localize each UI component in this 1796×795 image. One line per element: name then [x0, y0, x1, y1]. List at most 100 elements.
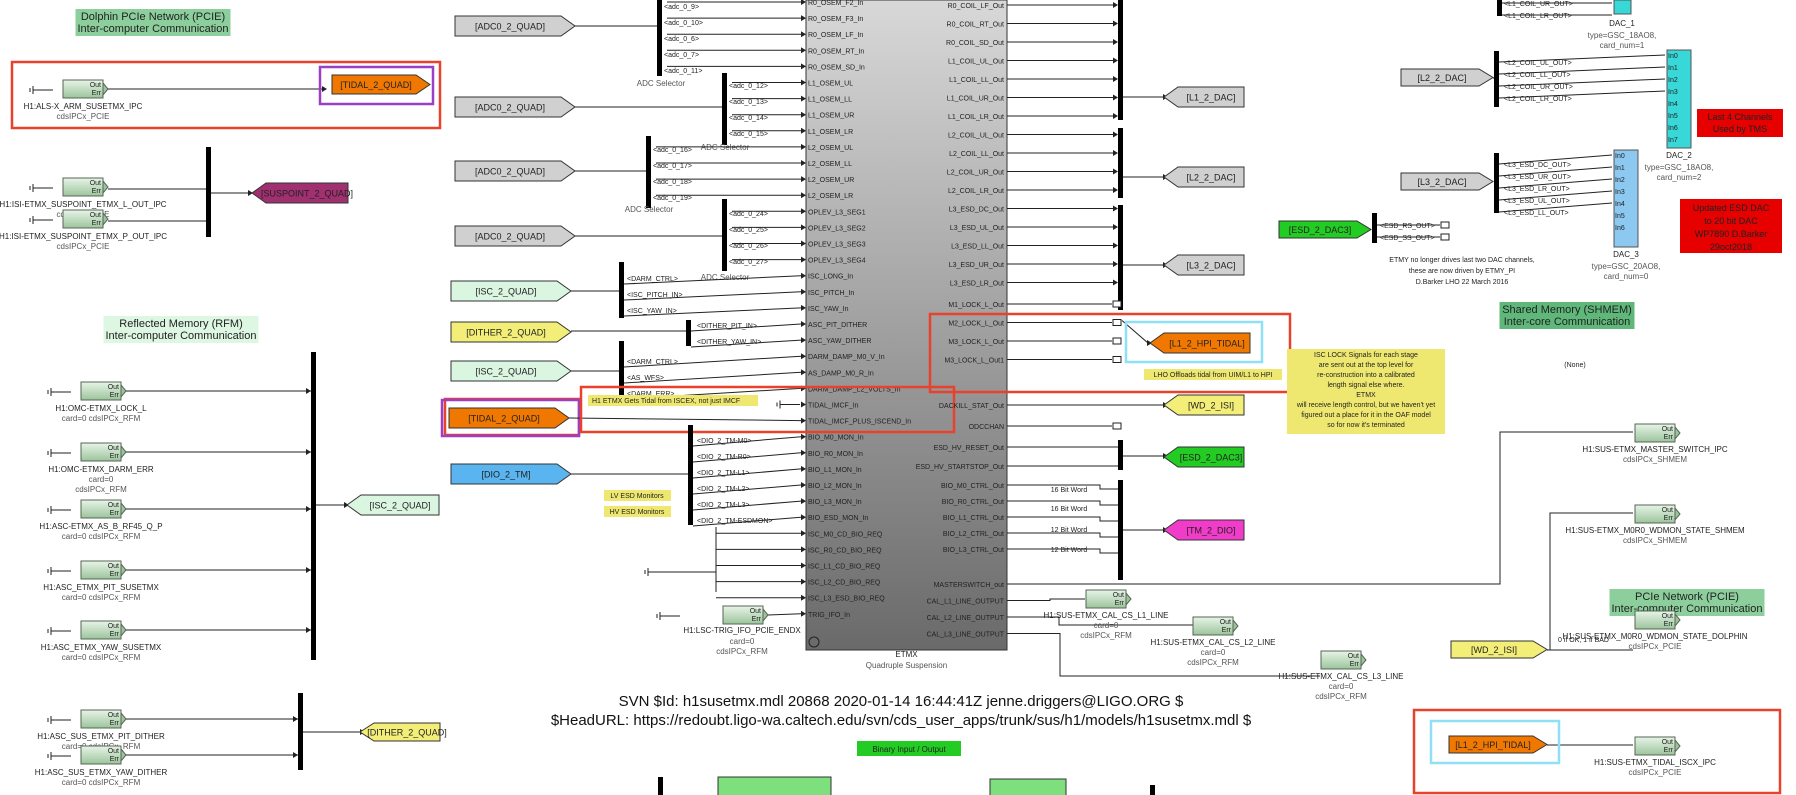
bio-bus-b [1150, 785, 1155, 795]
ipc-sub-2-0: cdsIPCx_PCIE [57, 242, 110, 251]
shmem-title-line-1: Inter-core Communication [1504, 316, 1631, 328]
ground-icon [656, 612, 680, 620]
out-port-shape [120, 622, 127, 638]
etmx-in-1: R0_OSEM_F3_In [808, 16, 863, 23]
dac-3-port-0: In0 [1615, 153, 1625, 160]
adc-selector-label-2: ADC Selector [625, 205, 674, 214]
right-ipc-name-2: H1:SUS-ETMX_M0R0_WDMON_STATE_DOLPHIN [1562, 632, 1747, 641]
adc-signal-3-3: <adc_0_27> [729, 259, 768, 266]
hpi-tidal-goto: [L1_2_HPI_TIDAL] [1169, 339, 1245, 349]
signal-wire [1498, 66, 1666, 75]
bin-io-label: Binary Input / Output [872, 745, 946, 754]
adc-signal-1-0: <adc_0_12> [729, 83, 768, 90]
arrow-head [801, 95, 806, 102]
isc-signal-1: <ISC_PITCH_IN> [627, 292, 683, 299]
isc-lock-note-0: ISC LOCK Signals for each stage [1314, 352, 1418, 359]
dac-3-port-1: In1 [1615, 165, 1625, 172]
arrow-head [1113, 168, 1118, 175]
arrow-head [1113, 261, 1118, 267]
signal-wire [568, 417, 802, 422]
etmx-in-35: ISC_L1_CD_BIO_REQ [808, 564, 881, 571]
isc-lock-note-6: figured out a place for it in the OAF mo… [1301, 412, 1431, 419]
etmx-in-37: ISC_L3_ESD_BIO_REQ [808, 596, 885, 603]
ipc-name-4: H1:OMC-ETMX_DARM_ERR [48, 465, 154, 474]
dac-3-port-4: In4 [1615, 201, 1625, 208]
ipc-sub-9-0: card=0 cdsIPCx_RFM [62, 778, 141, 787]
etmx-in-34: ISC_R0_CD_BIO_REQ [808, 547, 882, 554]
hv-esd-label: HV ESD Monitors [610, 509, 665, 516]
arrow-head [1113, 113, 1118, 119]
dac-3-block [1613, 149, 1639, 248]
port-err-label: Err [1350, 661, 1360, 668]
port-err-label: Err [92, 90, 102, 97]
etmx-out-12: L3_ESD_UL_Out [950, 225, 1004, 232]
signal-wire [692, 516, 802, 527]
bio-bus-a [658, 777, 663, 795]
dac-l1-sig-1: <L1_COIL_LR_OUT> [1504, 13, 1572, 20]
signal-wire [1498, 54, 1666, 63]
out-port-shape [120, 383, 127, 399]
bio-ctrl-wire-27 [1007, 532, 1118, 538]
port-out-label: Out [90, 212, 101, 219]
dio-bus [688, 425, 693, 525]
updated-note-3: 29oct2018 [1710, 242, 1752, 252]
etmx-out-4: L1_COIL_LL_Out [949, 77, 1004, 84]
etmx-in-2: R0_OSEM_LF_In [808, 32, 863, 39]
etmx-out-31: CAL_L2_LINE_OUTPUT [927, 615, 1005, 622]
dac-2-sub-0: type=GSC_18AO8, [1645, 163, 1714, 172]
shmem-title-line-0: Shared Memory (SHMEM) [1502, 304, 1632, 316]
port-out-label: Out [90, 180, 101, 187]
adc-signal-2-0: <adc_0_16> [653, 147, 692, 154]
esd-dac3-goto: [ESD_2_DAC3] [1180, 453, 1243, 463]
hpi-from-highlight-cyan [1429, 719, 1561, 765]
isc-lock-note-1: are sent out at the top level for [1319, 362, 1414, 369]
arrow-head [801, 594, 806, 601]
from-tag-0-shape [454, 15, 576, 37]
etmx-in-17: ISC_LONG_In [808, 274, 853, 281]
from-tag-8-shape [450, 463, 572, 485]
dac-2-name: DAC_2 [1666, 151, 1692, 160]
pcie-title-bg [75, 9, 231, 36]
arrow-head [801, 562, 806, 569]
arrow-head [1113, 224, 1118, 230]
l2-dac-bus [1494, 51, 1499, 107]
cal-ipc-sub-2-1: cdsIPCx_RFM [1315, 692, 1367, 701]
arrow-head [801, 0, 806, 5]
esd-dac3-from: [ESD_2_DAC3] [1289, 225, 1352, 235]
out-port-shape [120, 711, 127, 727]
l2-dac-from: [L2_2_DAC] [1417, 73, 1466, 83]
arrow-head [293, 716, 298, 722]
dac-l3-sig-3: <L3_ESD_UL_OUT> [1504, 198, 1570, 205]
tidal-highlight-red [10, 60, 442, 130]
port-err-label: Err [110, 720, 120, 727]
wd-goto-shape [1163, 394, 1245, 416]
adc-signal-2-3: <adc_0_19> [653, 195, 692, 202]
cal-ipc-name-0: H1:SUS-ETMX_CAL_CS_L1_LINE [1044, 611, 1169, 620]
isc-goto: [ISC_2_QUAD] [369, 501, 430, 511]
port-out-label: Out [108, 502, 119, 509]
etmy-note-0: ETMY no longer drives last two DAC chann… [1389, 257, 1534, 264]
adc-signal-1-2: <adc_0_14> [729, 115, 768, 122]
dac-3-sub-0: type=GSC_20AO8, [1592, 262, 1661, 271]
out-port-shape [1674, 506, 1681, 522]
out-port-shape [1674, 738, 1681, 754]
rfm-title-bg [103, 316, 259, 343]
esd-rs-1: <ESD_SS_OUT> [1380, 235, 1434, 242]
right-ipc-sub-1-0: cdsIPCx_SHMEM [1623, 536, 1687, 545]
arrow-head [801, 610, 806, 617]
wd-from: [WD_2_ISI] [1471, 645, 1517, 655]
dac-2-port-1: In1 [1668, 65, 1678, 72]
dac-3-port-2: In2 [1615, 177, 1625, 184]
ground-icon [29, 86, 53, 94]
etmx-in-31: BIO_L3_MON_In [808, 499, 862, 506]
out-port-shape [102, 211, 109, 227]
etmx-out-6: L1_COIL_LR_Out [948, 114, 1004, 121]
arrow-head [801, 224, 806, 231]
ipc-sub-5-0: card=0 cdsIPCx_RFM [62, 532, 141, 541]
terminator-icon [1112, 300, 1122, 308]
adc-selector-1 [722, 73, 727, 145]
l3-dac-bus [1494, 153, 1499, 213]
etmx-in-4: R0_OSEM_SD_In [808, 64, 865, 71]
terminator-icon [1440, 233, 1450, 241]
ipc-name-5: H1:ASC-ETMX_AS_B_RF45_Q_P [39, 522, 162, 531]
